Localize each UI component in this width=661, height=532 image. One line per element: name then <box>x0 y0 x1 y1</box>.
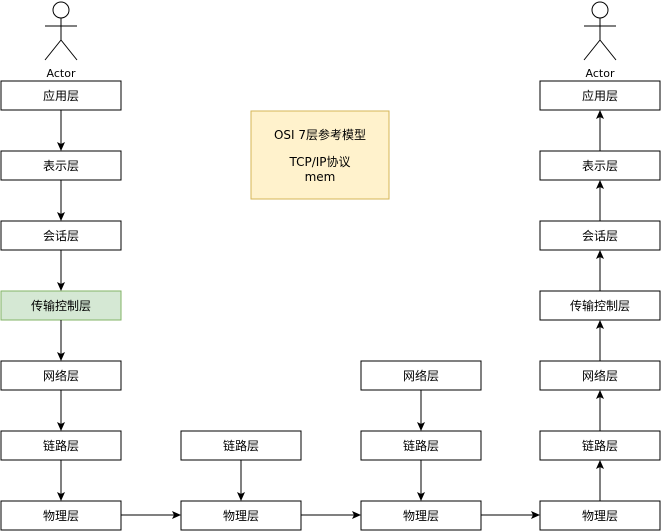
relay2-link-label: 链路层 <box>403 438 439 453</box>
right-network-layer: 网络层 <box>539 360 661 391</box>
left-link-label: 链路层 <box>43 438 79 453</box>
left-session-label: 会话层 <box>43 229 79 243</box>
right-application-layer: 应用层 <box>539 80 661 111</box>
left-transport-layer: 传输控制层 <box>0 290 122 321</box>
actor-left <box>44 1 78 61</box>
left-application-layer: 应用层 <box>0 80 122 111</box>
relay2-network-layer: 网络层 <box>360 360 482 391</box>
right-session-layer: 会话层 <box>539 220 661 251</box>
relay1-physical-layer: 物理层 <box>180 500 302 531</box>
left-physical-label: 物理层 <box>43 509 79 523</box>
relay1-link-layer: 链路层 <box>180 430 302 461</box>
left-presentation-layer: 表示层 <box>0 150 122 181</box>
note-title: OSI 7层参考模型 <box>274 127 366 142</box>
right-presentation-layer: 表示层 <box>539 150 661 181</box>
relay2-physical-layer: 物理层 <box>360 500 482 531</box>
left-network-layer: 网络层 <box>0 360 122 391</box>
left-transport-label: 传输控制层 <box>31 298 91 313</box>
relay1-physical-label: 物理层 <box>223 509 259 523</box>
actor-left-label: Actor <box>47 67 76 80</box>
relay-1: 链路层 物理层 <box>180 430 302 531</box>
relay2-link-layer: 链路层 <box>360 430 482 461</box>
actor-right <box>583 1 617 61</box>
note-box-shape <box>250 110 390 200</box>
note-mem: mem <box>305 170 336 184</box>
right-link-label: 链路层 <box>582 438 618 453</box>
left-session-layer: 会话层 <box>0 220 122 251</box>
relay2-physical-label: 物理层 <box>403 509 439 523</box>
actor-right-head <box>591 1 609 19</box>
left-presentation-label: 表示层 <box>43 159 79 173</box>
left-application-label: 应用层 <box>43 88 79 103</box>
note-protocol: TCP/IP协议 <box>288 154 350 169</box>
actor-right-label: Actor <box>586 67 615 80</box>
left-link-layer: 链路层 <box>0 430 122 461</box>
relay-2: 网络层 链路层 物理层 <box>360 360 482 531</box>
relay2-network-label: 网络层 <box>403 368 439 383</box>
right-presentation-label: 表示层 <box>582 159 618 173</box>
right-application-label: 应用层 <box>582 88 618 103</box>
left-network-label: 网络层 <box>43 368 79 383</box>
right-physical-layer: 物理层 <box>539 500 661 531</box>
right-link-layer: 链路层 <box>539 430 661 461</box>
relay1-link-label: 链路层 <box>223 438 259 453</box>
right-transport-label: 传输控制层 <box>570 298 630 313</box>
right-session-label: 会话层 <box>582 229 618 243</box>
actor-left-head <box>52 1 70 19</box>
right-physical-label: 物理层 <box>582 509 618 523</box>
right-transport-layer: 传输控制层 <box>539 290 661 321</box>
note-box: OSI 7层参考模型 TCP/IP协议 mem <box>250 110 390 200</box>
left-physical-layer: 物理层 <box>0 500 122 531</box>
arrows <box>57 110 604 519</box>
right-network-label: 网络层 <box>582 368 618 383</box>
